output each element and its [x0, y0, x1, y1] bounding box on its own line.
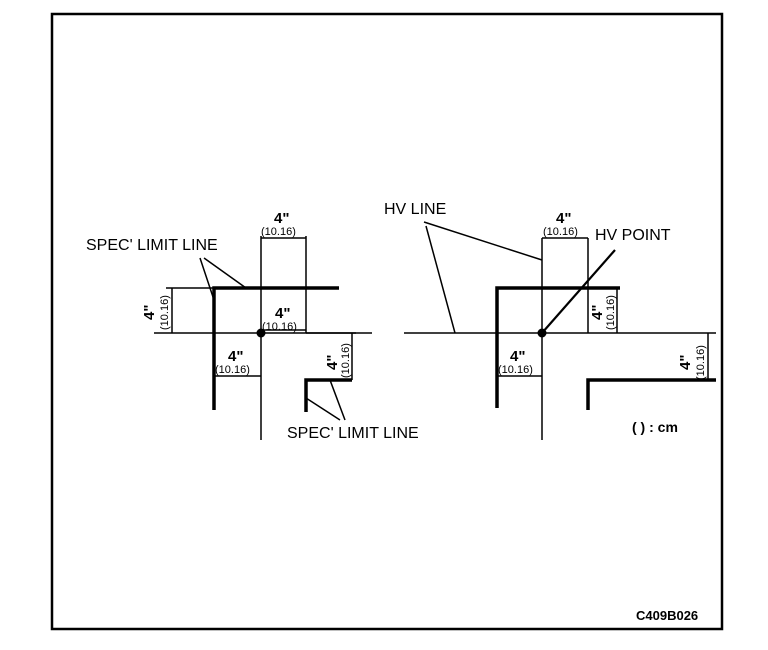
right-bottom-dim-cm: (10.16): [498, 364, 533, 376]
right-top-dim-cm: (10.16): [543, 226, 578, 238]
left-mid-dim-cm: (10.16): [262, 321, 297, 333]
right-upper-dim-cm: (10.16): [605, 295, 617, 330]
left-side-dim-inch: 4": [141, 305, 158, 320]
left-spec-leader-2: [203, 257, 247, 289]
right-diagram: 4" (10.16) 4" (10.16) 4" (10.16) 4" (10.…: [384, 201, 716, 440]
left-bottom-dim-inch: 4": [228, 348, 243, 365]
right-bottom-dim-inch: 4": [510, 348, 525, 365]
figure-frame: [50, 12, 724, 631]
left-top-dim-inch: 4": [274, 210, 289, 227]
unit-note: ( ) : cm: [632, 419, 678, 435]
left-side-dim-cm: (10.16): [159, 295, 171, 330]
right-far-dim-cm: (10.16): [695, 345, 707, 380]
bottom-spec-leader-2: [329, 379, 346, 421]
left-spec-limit-line-lower: [304, 378, 352, 412]
hv-line-leader-1: [423, 221, 543, 261]
bottom-spec-leader-1: [305, 397, 341, 421]
left-right-dim-inch: 4": [324, 355, 341, 370]
left-spec-leader-1: [199, 257, 215, 301]
left-diagram: 4" (10.16) 4" (10.16) 4" (10.16) 4" (10.…: [86, 210, 419, 442]
hv-point-label: HV POINT: [595, 227, 671, 244]
right-far-dim-inch: 4": [677, 355, 694, 370]
right-top-dim-inch: 4": [556, 210, 571, 227]
right-upper-dim-inch: 4": [589, 305, 606, 320]
right-spec-limit-line-lower: [586, 378, 716, 410]
hv-line-label: HV LINE: [384, 201, 446, 218]
hv-point-diagonal: [541, 249, 616, 334]
right-spec-limit-line-upper: [495, 286, 620, 408]
left-spec-limit-label: SPEC' LIMIT LINE: [86, 237, 218, 254]
hv-line-leader-2: [425, 225, 456, 334]
left-bottom-dim-cm: (10.16): [215, 364, 250, 376]
bottom-spec-limit-label: SPEC' LIMIT LINE: [287, 425, 419, 442]
figure-code: C409B026: [636, 608, 698, 623]
left-mid-dim-inch: 4": [275, 305, 290, 322]
left-right-dim-cm: (10.16): [340, 343, 352, 378]
left-top-dim-cm: (10.16): [261, 226, 296, 238]
